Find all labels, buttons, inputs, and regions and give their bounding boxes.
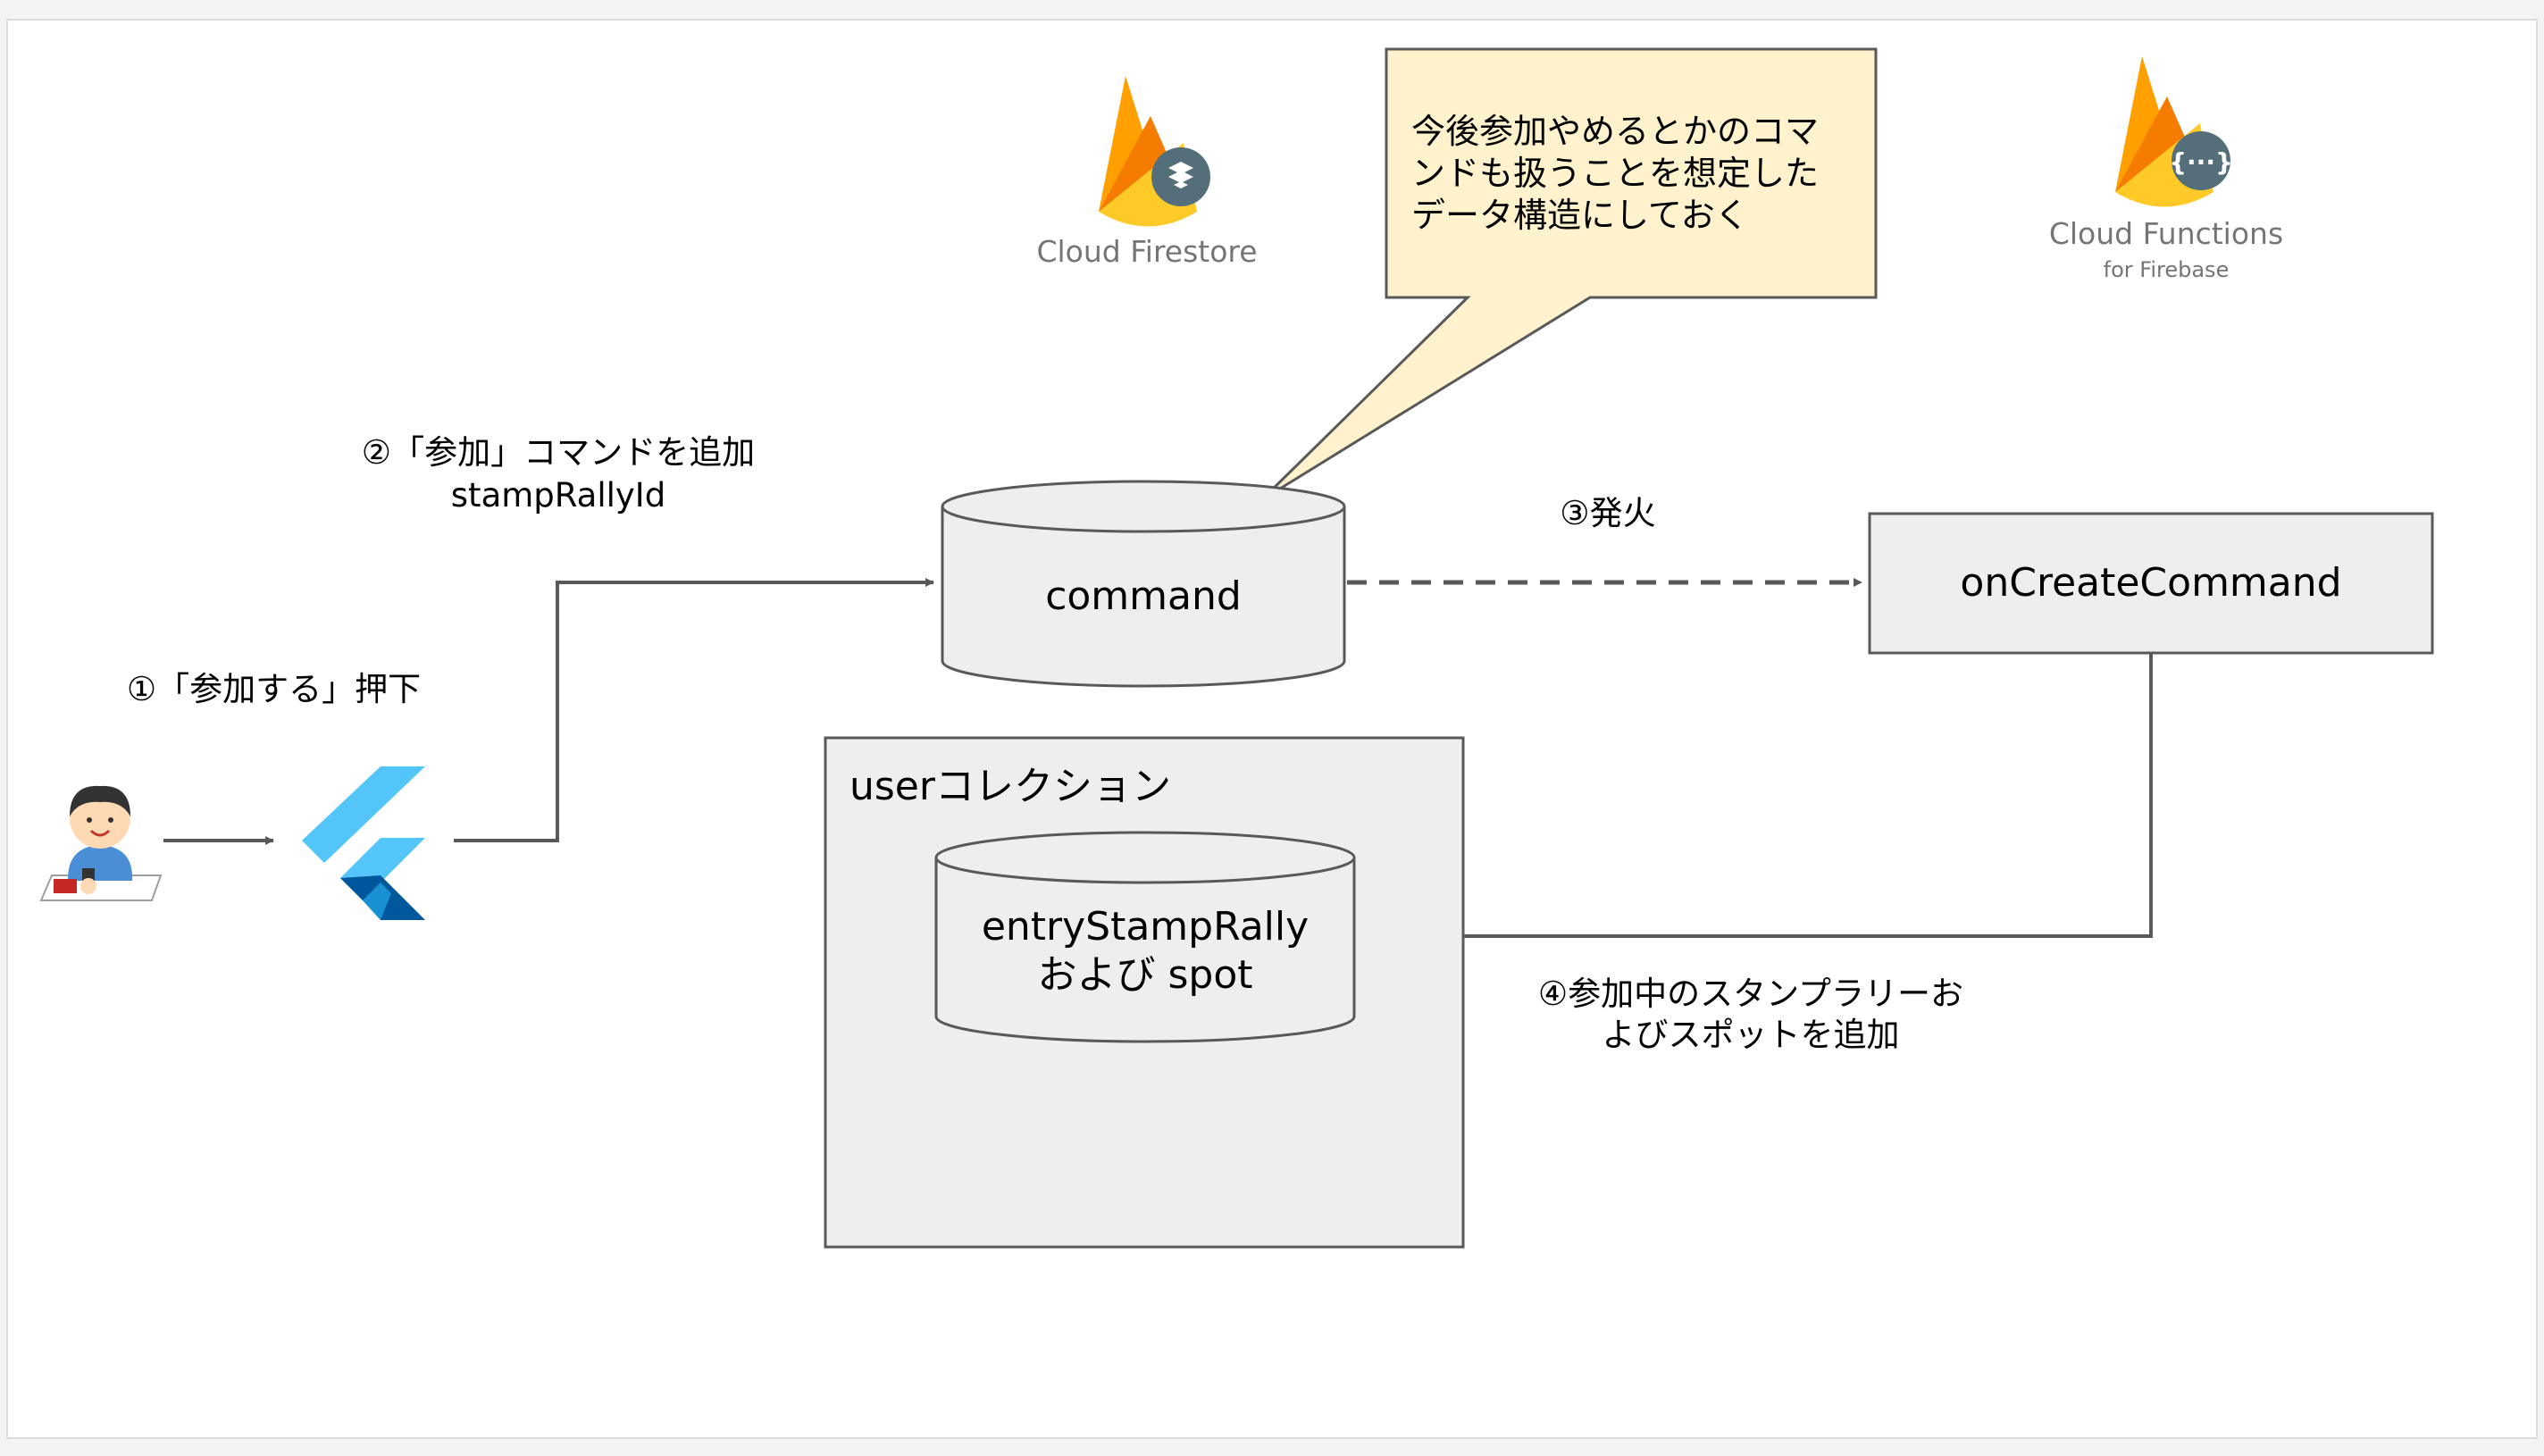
function-to-entry-edge	[1364, 653, 2153, 941]
entry-stamp-rally-label: entryStampRally	[982, 904, 1309, 950]
callout-line-2: ンドも扱うことを想定した	[1411, 154, 1819, 193]
flutter-app-icon	[302, 766, 425, 920]
on-create-command-function-node: onCreateCommand	[1868, 512, 2434, 655]
app-to-command-edge	[454, 578, 934, 842]
svg-text:{···}: {···}	[2169, 147, 2233, 177]
functions-sublabel: for Firebase	[2104, 257, 2230, 282]
step-2-label: ②「参加」コマンドを追加	[362, 433, 755, 472]
cloud-functions-logo: {···} Cloud Functions for Firebase	[2049, 56, 2283, 282]
user-collection-label: userコレクション	[849, 764, 1171, 809]
firestore-flame-icon	[1099, 76, 1210, 227]
on-create-command-label: onCreateCommand	[1960, 560, 2341, 606]
callout-line-3: データ構造にしておく	[1411, 196, 1749, 235]
step-1-label: ①「参加する」押下	[127, 670, 421, 708]
firestore-label: Cloud Firestore	[1036, 234, 1257, 269]
user-person-icon	[39, 785, 163, 901]
step-4-label: ④参加中のスタンプラリーお	[1538, 975, 1963, 1013]
step-2-payload-label: stampRallyId	[451, 476, 665, 515]
design-note-callout: 今後参加やめるとかのコマ ンドも扱うことを想定した データ構造にしておく	[1259, 47, 1878, 502]
entry-stamp-rally-node: entryStampRally および spot	[934, 831, 1356, 1043]
functions-badge-icon	[2172, 131, 2230, 190]
command-label: command	[1045, 573, 1242, 619]
cloud-firestore-logo: Cloud Firestore	[1036, 76, 1258, 269]
step-3-label: ③発火	[1560, 494, 1655, 532]
functions-label: Cloud Functions	[2049, 216, 2283, 251]
entry-stamp-rally-spot-label: および spot	[1037, 952, 1252, 998]
callout-line-1: 今後参加やめるとかのコマ	[1411, 112, 1819, 151]
command-collection-node: command	[941, 480, 1346, 688]
functions-flame-icon: {···}	[2115, 56, 2233, 207]
step-4-label-cont: よびスポットを追加	[1603, 1016, 1900, 1054]
